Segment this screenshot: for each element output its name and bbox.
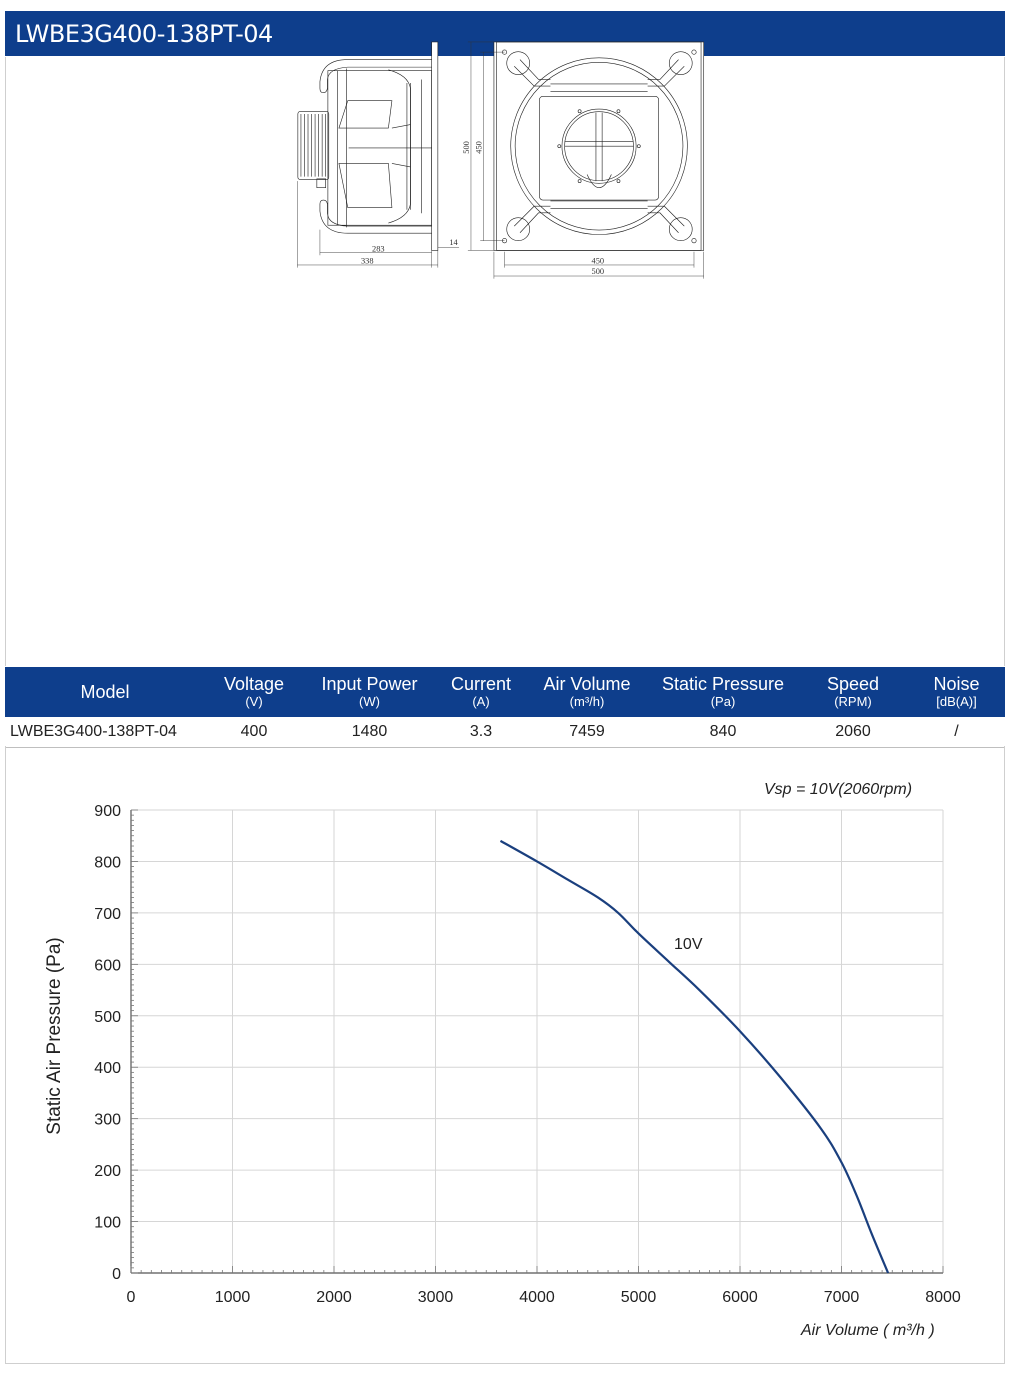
y-tick-label: 700 bbox=[94, 906, 121, 923]
technical-drawing-panel: 283 338 14 bbox=[5, 41, 1005, 666]
col-voltage: Voltage(V) bbox=[205, 667, 303, 717]
cell-model: LWBE3G400-138PT-04 bbox=[5, 717, 205, 748]
series-line-10V bbox=[499, 839, 890, 1274]
col-noise: Noise[dB(A)] bbox=[908, 667, 1005, 717]
front-view bbox=[493, 41, 705, 251]
model-title: LWBE3G400-138PT-04 bbox=[15, 20, 273, 48]
x-tick-label: 7000 bbox=[824, 1289, 860, 1306]
dim-450-horizontal: 450 bbox=[592, 257, 605, 266]
col-speed: Speed(RPM) bbox=[798, 667, 908, 717]
x-axis-label: Air Volume ( m³/h ) bbox=[800, 1322, 935, 1339]
y-tick-label: 100 bbox=[94, 1215, 121, 1232]
x-tick-label: 5000 bbox=[621, 1289, 657, 1306]
y-tick-label: 800 bbox=[94, 854, 121, 871]
series-label-10V: 10V bbox=[674, 936, 703, 953]
side-view bbox=[297, 41, 439, 251]
dim-338: 338 bbox=[361, 257, 374, 266]
dim-450-vertical: 450 bbox=[475, 141, 484, 154]
spec-table: Model Voltage(V) Input Power(W) Current(… bbox=[5, 667, 1005, 748]
col-input-power: Input Power(W) bbox=[303, 667, 436, 717]
front-dimensions bbox=[467, 41, 704, 279]
y-tick-label: 200 bbox=[94, 1163, 121, 1180]
x-tick-label: 4000 bbox=[519, 1289, 555, 1306]
cell-static-pressure: 840 bbox=[648, 717, 798, 748]
side-dimensions bbox=[297, 181, 460, 268]
y-tick-label: 0 bbox=[112, 1266, 121, 1283]
cell-input-power: 1480 bbox=[303, 717, 436, 748]
y-tick-label: 600 bbox=[94, 957, 121, 974]
y-tick-label: 900 bbox=[94, 803, 121, 820]
col-air-volume: Air Volume(m³/h) bbox=[526, 667, 648, 717]
chart-minor-ticks bbox=[130, 809, 944, 1274]
dim-14: 14 bbox=[449, 238, 458, 247]
performance-chart: 0 1000 2000 3000 4000 5000 6000 7000 8000 0 100 20… bbox=[44, 781, 961, 1339]
x-tick-label: 6000 bbox=[722, 1289, 758, 1306]
y-tick-label: 300 bbox=[94, 1112, 121, 1129]
y-tick-label: 500 bbox=[94, 1009, 121, 1026]
x-tick-label: 2000 bbox=[316, 1289, 352, 1306]
performance-chart-panel: 0 1000 2000 3000 4000 5000 6000 7000 8000 0 100 20… bbox=[5, 746, 1005, 1364]
cell-voltage: 400 bbox=[205, 717, 303, 748]
dim-500-horizontal: 500 bbox=[592, 267, 605, 276]
technical-drawing: 283 338 14 bbox=[297, 41, 705, 279]
x-tick-label: 3000 bbox=[418, 1289, 454, 1306]
chart-annotation: Vsp = 10V(2060rpm) bbox=[764, 781, 912, 798]
cell-current: 3.3 bbox=[436, 717, 526, 748]
x-tick-label: 1000 bbox=[215, 1289, 251, 1306]
col-static-pressure: Static Pressure(Pa) bbox=[648, 667, 798, 717]
cell-noise: / bbox=[908, 717, 1005, 748]
chart-grid bbox=[130, 809, 944, 1274]
cell-speed: 2060 bbox=[798, 717, 908, 748]
y-tick-labels: 0 100 200 300 400 500 600 700 800 900 bbox=[94, 803, 121, 1283]
spec-table-header: Model Voltage(V) Input Power(W) Current(… bbox=[5, 667, 1005, 717]
cell-air-volume: 7459 bbox=[526, 717, 648, 748]
x-tick-label: 0 bbox=[127, 1289, 136, 1306]
dim-283: 283 bbox=[372, 245, 385, 254]
table-row: LWBE3G400-138PT-04 400 1480 3.3 7459 840… bbox=[5, 717, 1005, 748]
x-tick-label: 8000 bbox=[925, 1289, 961, 1306]
col-model: Model bbox=[5, 667, 205, 717]
y-axis-label: Static Air Pressure (Pa) bbox=[44, 937, 65, 1134]
x-tick-labels: 0 1000 2000 3000 4000 5000 6000 7000 8000 bbox=[127, 1289, 961, 1306]
dim-500-vertical: 500 bbox=[462, 141, 471, 154]
col-current: Current(A) bbox=[436, 667, 526, 717]
y-tick-label: 400 bbox=[94, 1060, 121, 1077]
